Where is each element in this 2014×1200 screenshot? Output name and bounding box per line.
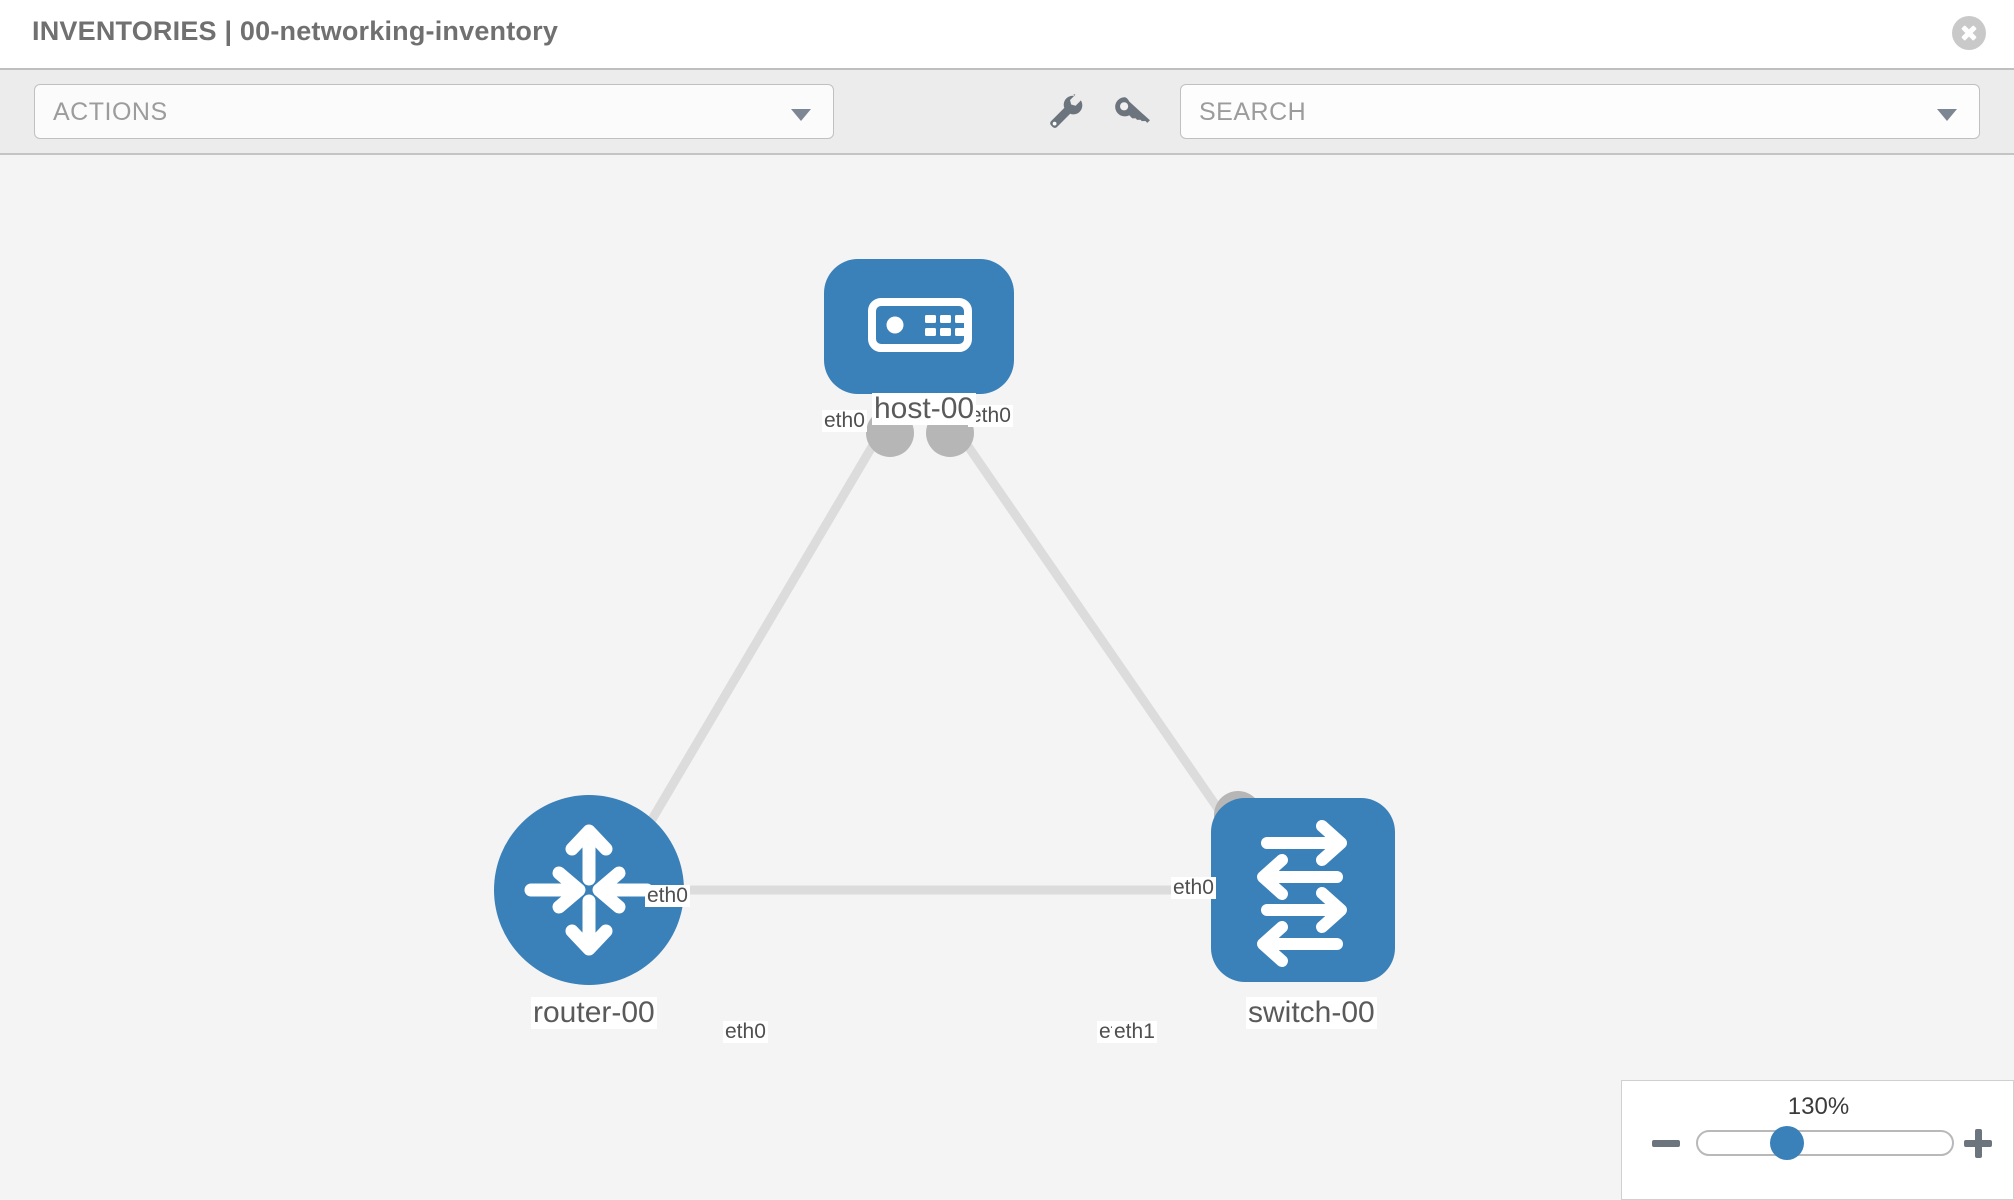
- zoom-slider-thumb[interactable]: [1770, 1126, 1804, 1160]
- zoom-out-button[interactable]: [1652, 1128, 1682, 1158]
- edge-host00-switch00: [947, 418, 1255, 860]
- iface-label-host00-right: eth0: [968, 404, 1013, 428]
- node-label-host-00: host-00: [872, 392, 977, 425]
- edge-host00-router00: [626, 418, 891, 860]
- node-label-router-00: router-00: [531, 996, 657, 1029]
- topology-canvas[interactable]: eth0 eth0 eth0 eth0 eth0 eth0 eth1 host-…: [0, 155, 2014, 1200]
- server-icon: [868, 298, 972, 352]
- close-icon[interactable]: [1952, 16, 1986, 50]
- toolbar: ACTIONS SEARCH: [0, 70, 2014, 155]
- iface-label-router00-eth0: eth0: [723, 1020, 768, 1044]
- zoom-level-value: 130%: [1787, 1093, 1850, 1120]
- search-input[interactable]: SEARCH: [1180, 84, 1980, 139]
- page-title: INVENTORIES | 00-networking-inventory: [32, 16, 559, 46]
- zoom-in-button[interactable]: [1964, 1128, 1994, 1158]
- actions-dropdown[interactable]: ACTIONS: [34, 84, 834, 139]
- zoom-slider-track[interactable]: [1696, 1130, 1954, 1156]
- iface-label-router00-up: eth0: [645, 884, 690, 908]
- key-icon[interactable]: [1110, 92, 1152, 134]
- iface-label-switch00-eth1: eth1: [1112, 1020, 1157, 1044]
- node-switch-00: [1211, 798, 1395, 982]
- wrench-icon[interactable]: [1044, 92, 1086, 134]
- node-switch-00-shape: [1211, 798, 1395, 982]
- search-placeholder: SEARCH: [1199, 98, 1307, 126]
- iface-label-switch00-up: eth0: [1171, 876, 1216, 900]
- chevron-down-icon: [791, 109, 811, 121]
- node-router-00: [494, 795, 684, 985]
- actions-dropdown-label: ACTIONS: [53, 98, 168, 126]
- window-header: INVENTORIES | 00-networking-inventory: [0, 0, 2014, 70]
- router-arrows-icon: [524, 824, 654, 956]
- chevron-down-icon: [1937, 109, 1957, 121]
- node-router-00-shape: [494, 795, 684, 985]
- zoom-control-panel: 130%: [1621, 1080, 2014, 1200]
- switch-arrows-icon: [1257, 820, 1347, 967]
- iface-label-host00-left: eth0: [822, 409, 867, 433]
- interface-connectors: [616, 409, 1276, 914]
- topology-graph: [494, 259, 1395, 985]
- node-host-00-shape: [824, 259, 1014, 394]
- node-host-00: [824, 259, 1014, 394]
- node-label-switch-00: switch-00: [1246, 996, 1377, 1029]
